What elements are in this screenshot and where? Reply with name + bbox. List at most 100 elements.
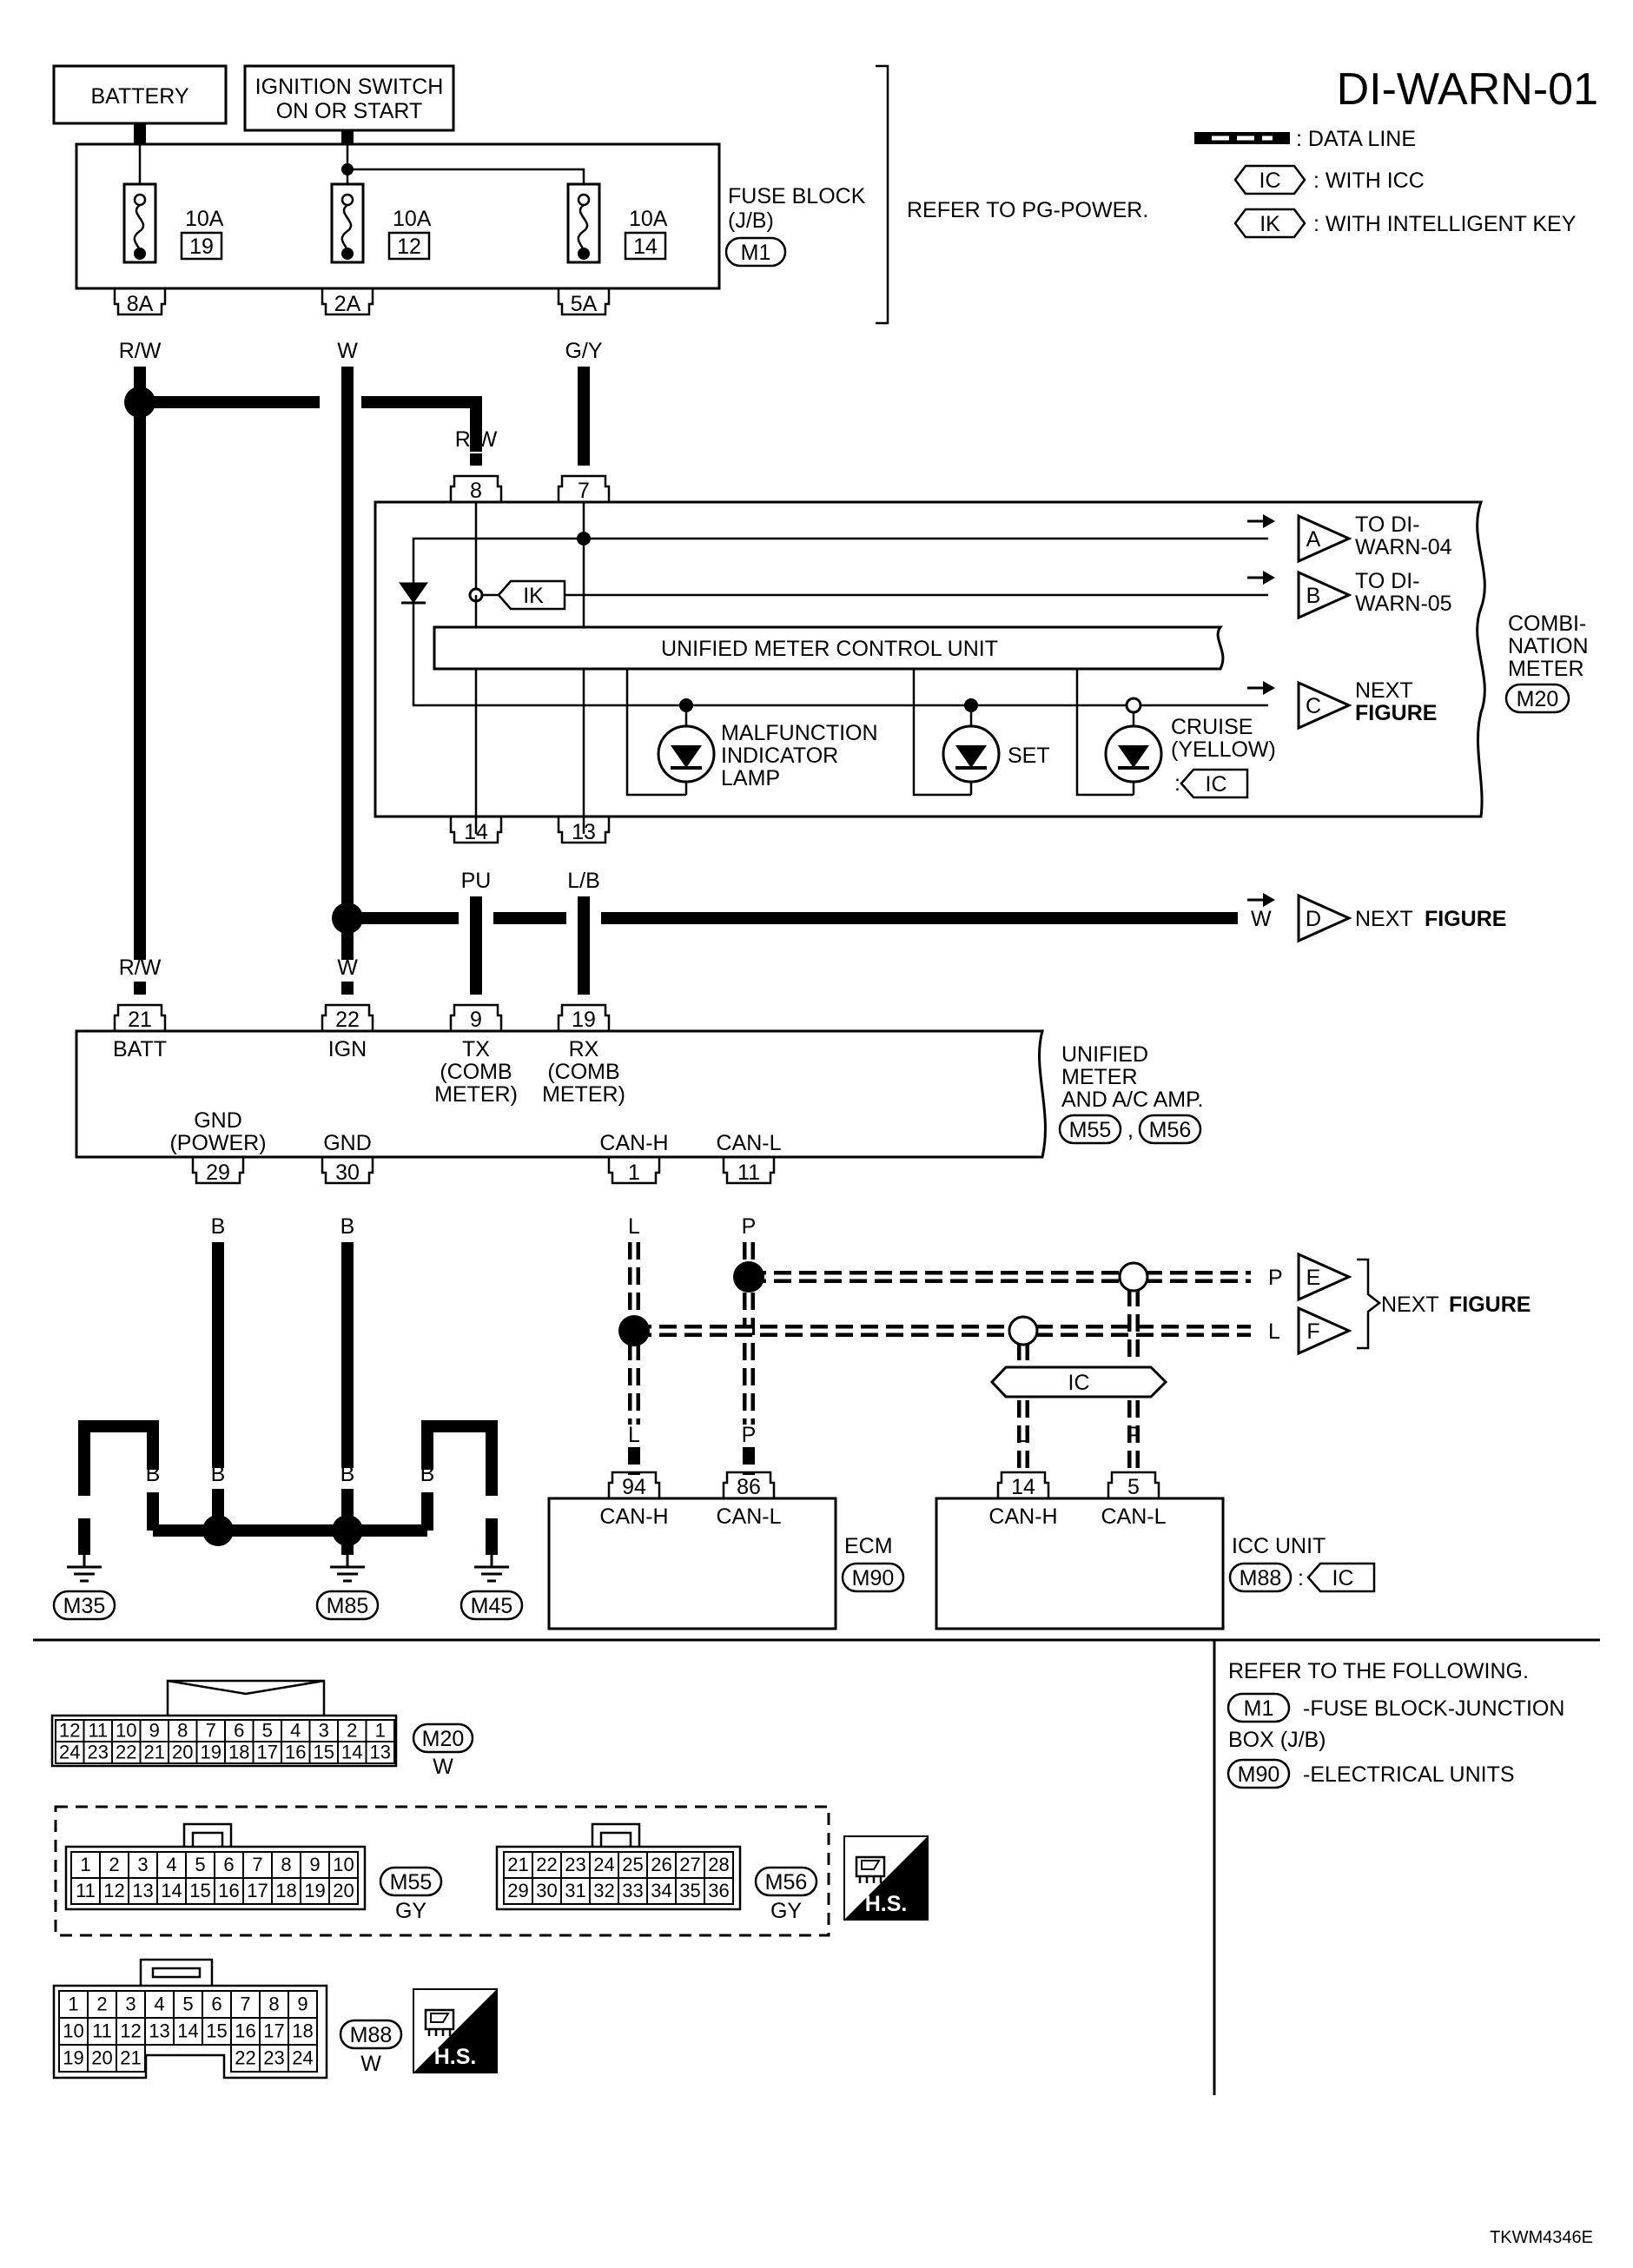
refer-pg-power: REFER TO PG-POWER. [907,198,1148,222]
line-to-c [412,603,1268,707]
pin-cell [144,2017,175,2046]
pin-cell [99,1877,129,1905]
ref-m90-code: M90 [1238,1762,1280,1787]
fuse-block-connector-oval [724,236,787,268]
icc-connector: M88 [1240,1566,1282,1590]
amp-tx-line2: (COMB [440,1060,512,1084]
pin-number: 2 [96,1994,107,2015]
battery-box [52,64,228,125]
pin-number: 21 [144,1742,165,1763]
to-a-line1: TO DI- [1355,512,1420,537]
comb-connector-oval [1504,683,1570,714]
pin-number: 15 [189,1880,210,1901]
icc-colon: : [1298,1566,1304,1590]
pin-number: 23 [263,2047,284,2069]
wire-color-rw-1: R/W [119,339,162,363]
fuse-terminals: 8A 2A 5A [113,288,611,316]
fuse-19-number: 19 [189,235,214,259]
can-next-text-bold: FIGURE [1449,1293,1531,1317]
pin-number: 34 [651,1880,671,1901]
branch-d-wire: W [1251,907,1272,931]
gnd-wire-b-2: B [146,1462,161,1486]
cruise-open-dot [1125,697,1142,714]
pin-cell [202,2017,232,2046]
pin-cell [618,1851,648,1879]
cruise-lamp [1104,724,1163,784]
fuse-block-label-line2: (J/B) [728,208,774,233]
pin-number: 22 [116,1742,136,1763]
gnd-m35-oval [52,1590,116,1621]
gnd-wire-b-3: B [211,1462,226,1486]
pin-number: 1 [375,1720,386,1742]
m55-code: M55 [390,1870,433,1894]
fuse-block-label-line1: FUSE BLOCK [728,184,866,208]
pin-cell [288,1990,318,2019]
wire-color-p-1: P [742,1214,757,1239]
pin-number: 7 [206,1720,216,1742]
pin-cell [87,2044,117,2073]
pin-cell [259,2044,289,2073]
pin-number: 19 [304,1880,325,1901]
amp-pin-21: 21 [128,1008,152,1032]
gnd-wire-b-6: B [485,1462,499,1486]
dashed-group [54,1805,830,1937]
amp-bottom-terminals [191,1157,776,1185]
m56-color: GY [770,1899,802,1923]
ecm-pin-94: 94 [622,1475,646,1499]
pin-cell [230,2044,261,2073]
to-c-line2: FIGURE [1355,701,1437,725]
ground-symbol-m45 [473,1553,511,1583]
pin-number: 24 [59,1742,80,1763]
ik-tag-text: IK [523,584,544,608]
branch-d-text: NEXT [1355,907,1413,931]
pin-number: 22 [536,1854,557,1875]
pin-cell [503,1877,533,1905]
ignition-label-line2: ON OR START [276,99,423,123]
pin-number: 8 [177,1720,188,1742]
legend-ic-code: IC [1259,169,1281,193]
m56-code: M56 [765,1870,808,1894]
pin-number: 16 [235,2020,255,2042]
ecm-connector-oval [841,1562,905,1593]
pin-number: 24 [593,1854,614,1875]
amp-gnd: GND [323,1131,372,1155]
pin-cell [328,1877,359,1905]
pin-number: 10 [63,2020,83,2042]
legend: : DATA LINE IC : WITH ICC IK : WITH INTE… [1194,127,1577,239]
branch-d-text-bold: FIGURE [1425,907,1506,931]
connector-c-letter: C [1306,694,1321,718]
gnd-splice-1 [202,1515,234,1546]
mil-label-line1: MALFUNCTION [721,721,878,745]
hs-label-1: H.S. [865,1892,908,1916]
ref-m90-oval [1226,1758,1291,1789]
pin-number: 7 [240,1994,250,2015]
pin-cell [704,1851,734,1879]
pin-number: 8 [281,1854,291,1875]
ignition-label-line1: IGNITION SWITCH [255,75,444,99]
pin-number: 3 [137,1854,148,1875]
fuse-14-number: 14 [633,235,658,259]
pin-number: 5 [182,1994,193,2015]
wire-color-lb: L/B [567,869,600,893]
comb-connector: M20 [1517,687,1559,711]
icc-wire-l: L [1017,1423,1029,1447]
pin-cell [168,1741,198,1764]
legend-with-ikey: : WITH INTELLIGENT KEY [1313,212,1577,236]
pin-number: 18 [228,1742,249,1763]
pin-number: 13 [370,1742,391,1763]
m20-code: M20 [422,1727,465,1751]
amp-can-l: CAN-L [716,1131,781,1155]
comb-label-line3: METER [1508,657,1584,681]
pin-cell [259,1990,289,2019]
control-unit-label: UNIFIED METER CONTROL UNIT [661,637,998,661]
amp-connector-b: M56 [1149,1118,1192,1142]
fuse-12-number: 12 [397,235,421,259]
wire-color-w-2: W [337,955,358,980]
pin-number: 18 [292,2020,313,2042]
fuse-term-5A: 5A [571,292,598,316]
to-c-line1: NEXT [1355,678,1413,703]
gnd-splice-2 [332,1515,363,1546]
